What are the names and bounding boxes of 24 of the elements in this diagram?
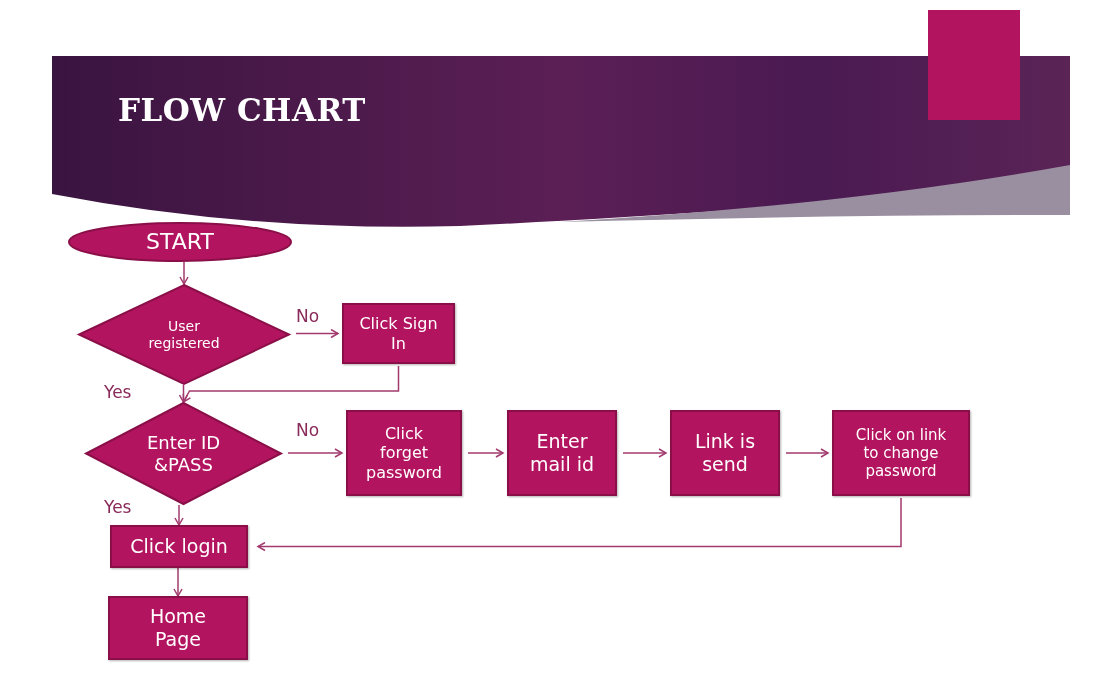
process-box: Link is send [670, 410, 780, 496]
edge-label: No [296, 306, 320, 326]
process-box: Click login [110, 525, 248, 568]
process-box: Click on link to change password [832, 410, 970, 496]
arrow [467, 448, 504, 458]
arrow [174, 504, 184, 526]
arrow [257, 497, 902, 552]
arrow [173, 567, 183, 597]
arrow [182, 365, 400, 403]
edge-label: Yes [104, 382, 132, 402]
decision-diamond: User registered [78, 284, 290, 385]
arrow [622, 448, 667, 458]
arrow [785, 448, 829, 458]
process-box: Click Sign In [342, 303, 455, 364]
slide-title: FLOW CHART [118, 92, 366, 128]
process-box: Click forget password [346, 410, 462, 496]
arrow [295, 328, 339, 339]
start-terminal: START [68, 222, 292, 262]
arrow [178, 384, 189, 403]
process-box: Home Page [108, 596, 248, 660]
process-box: Enter mail id [507, 410, 617, 496]
arrow [179, 261, 189, 285]
arrow [287, 448, 343, 458]
edge-label: No [296, 420, 320, 440]
